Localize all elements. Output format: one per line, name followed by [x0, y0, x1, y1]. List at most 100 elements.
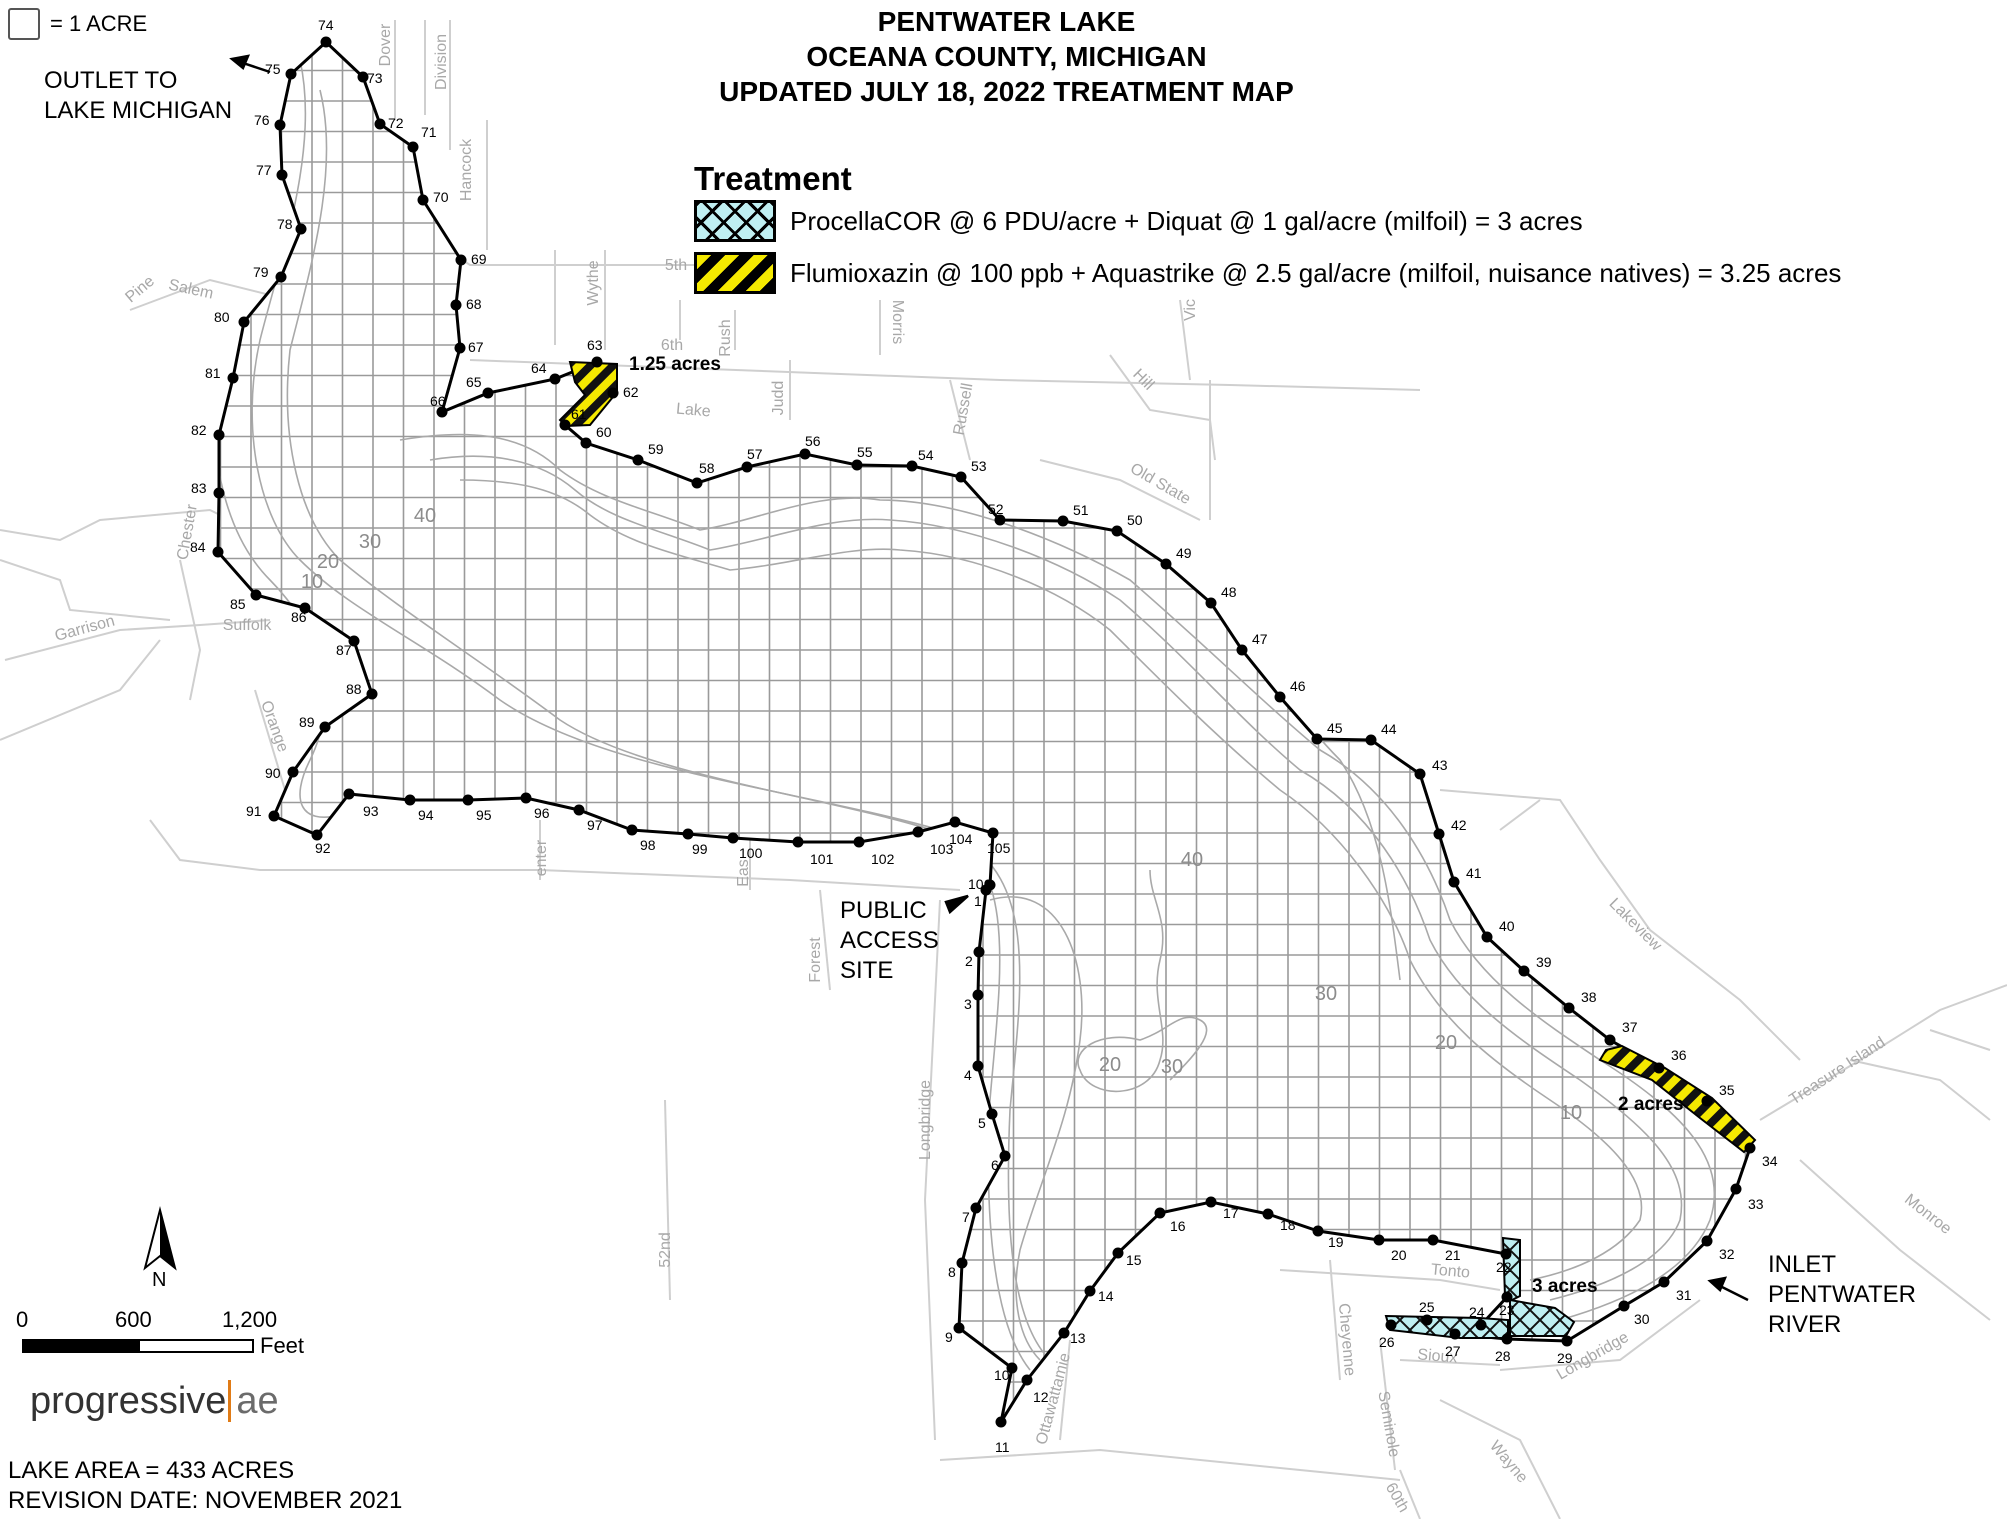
inlet-arrow-icon: [1707, 1276, 1749, 1302]
street-label: Wayne: [1486, 1438, 1531, 1487]
sample-point-marker: [462, 794, 474, 806]
sample-point-label: 5: [978, 1115, 986, 1131]
sample-point-marker: [853, 836, 865, 848]
sample-point-label: 74: [318, 17, 334, 33]
sample-point-marker: [212, 546, 224, 558]
sample-point-marker: [366, 688, 378, 700]
sample-point-label: 78: [277, 216, 293, 232]
pointer-arrows: [229, 54, 1749, 1302]
sample-point-label: 54: [918, 447, 934, 463]
sample-point-label: 42: [1451, 817, 1467, 833]
sample-point-label: 29: [1557, 1350, 1573, 1366]
scale-bar: [22, 1339, 254, 1353]
sample-point-marker: [1057, 515, 1069, 527]
north-arrow-icon: [143, 1206, 177, 1271]
sample-point-label: 69: [471, 251, 487, 267]
sample-point-label: 57: [747, 446, 763, 462]
sample-point-label: 17: [1223, 1205, 1239, 1221]
street-label: Treasure Island: [1787, 1034, 1889, 1108]
sample-point-label: 68: [466, 296, 482, 312]
sample-point-marker: [1563, 1002, 1575, 1014]
sample-point-marker: [1373, 1234, 1385, 1246]
sample-point-marker: [591, 356, 603, 368]
street-label: Tonto: [1430, 1261, 1471, 1281]
inlet-line-2: PENTWATER: [1768, 1281, 1916, 1308]
street-label: Sioux: [1417, 1346, 1458, 1366]
sample-point-label: 63: [587, 337, 603, 353]
sample-point-label: 77: [256, 162, 272, 178]
sample-point-marker: [999, 1150, 1011, 1162]
depth-label: 10: [1560, 1102, 1582, 1124]
sample-point-label: 56: [805, 433, 821, 449]
sample-point-label: 51: [1073, 502, 1089, 518]
sample-point-label: 31: [1676, 1287, 1692, 1303]
sample-point-label: 20: [1391, 1247, 1407, 1263]
sample-point-marker: [1427, 1234, 1439, 1246]
sample-point-marker: [275, 271, 287, 283]
sample-point-label: 99: [692, 841, 708, 857]
sample-point-marker: [1414, 768, 1426, 780]
sample-point-label: 90: [265, 765, 281, 781]
sample-point-marker: [573, 804, 585, 816]
sample-point-marker: [792, 836, 804, 848]
sample-point-marker: [1701, 1235, 1713, 1247]
outlet-arrow-icon: [229, 54, 271, 74]
depth-contours: [218, 59, 1716, 1371]
logo-suffix-text: ae: [228, 1380, 279, 1422]
sample-point-marker: [1604, 1034, 1616, 1046]
street-label: Dover: [377, 23, 394, 66]
sample-point-label: 35: [1719, 1082, 1735, 1098]
street-label: Hancock: [458, 138, 475, 201]
sample-point-label: 62: [623, 384, 639, 400]
legend-item-label: ProcellaCOR @ 6 PDU/acre + Diquat @ 1 ga…: [790, 205, 1583, 236]
sample-point-marker: [213, 487, 225, 499]
sample-point-marker: [1111, 525, 1123, 537]
sample-point-label: 102: [871, 851, 895, 867]
sample-point-marker: [953, 1322, 965, 1334]
sample-point-label: 79: [253, 264, 269, 280]
sample-point-marker: [1501, 1333, 1513, 1345]
sample-point-marker: [299, 602, 311, 614]
north-label: N: [152, 1269, 167, 1291]
sample-point-marker: [227, 372, 239, 384]
sample-point-marker: [549, 373, 561, 385]
legend-heading: Treatment: [694, 160, 852, 197]
sample-point-marker: [1006, 1362, 1018, 1374]
sample-point-label: 26: [1379, 1334, 1395, 1350]
sample-point-label: 93: [363, 803, 379, 819]
sample-point-marker: [1433, 828, 1445, 840]
scale-tick-0: 0: [16, 1307, 29, 1332]
sample-point-label: 64: [531, 360, 547, 376]
street-label: Division: [433, 34, 450, 90]
sample-point-marker: [450, 299, 462, 311]
public-access-label: PUBLIC ACCESS SITE: [840, 896, 939, 986]
street-label: Cheyenne: [1335, 1303, 1358, 1377]
street-label: Rush: [717, 319, 734, 356]
sample-point-label: 66: [430, 393, 446, 409]
sample-point-marker: [213, 429, 225, 441]
sample-point-marker: [295, 223, 307, 235]
scale-tick-1200: 1,200: [222, 1307, 278, 1332]
sample-point-label: 97: [587, 817, 603, 833]
depth-label: 20: [1435, 1032, 1457, 1054]
sample-point-label: 22: [1496, 1259, 1512, 1275]
sample-point-label: 67: [468, 339, 484, 355]
sample-point-label: 91: [246, 803, 262, 819]
sample-point-marker: [995, 1416, 1007, 1428]
sample-point-marker: [520, 792, 532, 804]
sample-point-label: 53: [971, 458, 987, 474]
map-title: PENTWATER LAKE OCEANA COUNTY, MICHIGAN U…: [0, 4, 2007, 109]
sample-point-marker: [1154, 1207, 1166, 1219]
sample-point-label: 38: [1581, 989, 1597, 1005]
street-label: Eas: [735, 859, 752, 887]
sample-point-marker: [1205, 1196, 1217, 1208]
sample-point-label: 11: [995, 1439, 1010, 1455]
grid-key: = 1 ACRE: [8, 8, 147, 40]
sample-point-label: 21: [1445, 1247, 1461, 1263]
sample-point-label: 34: [1762, 1153, 1778, 1169]
street-label: 60th: [1382, 1480, 1412, 1515]
lake-area-text: LAKE AREA = 433 ACRES: [8, 1457, 295, 1484]
sample-point-marker: [1658, 1276, 1670, 1288]
